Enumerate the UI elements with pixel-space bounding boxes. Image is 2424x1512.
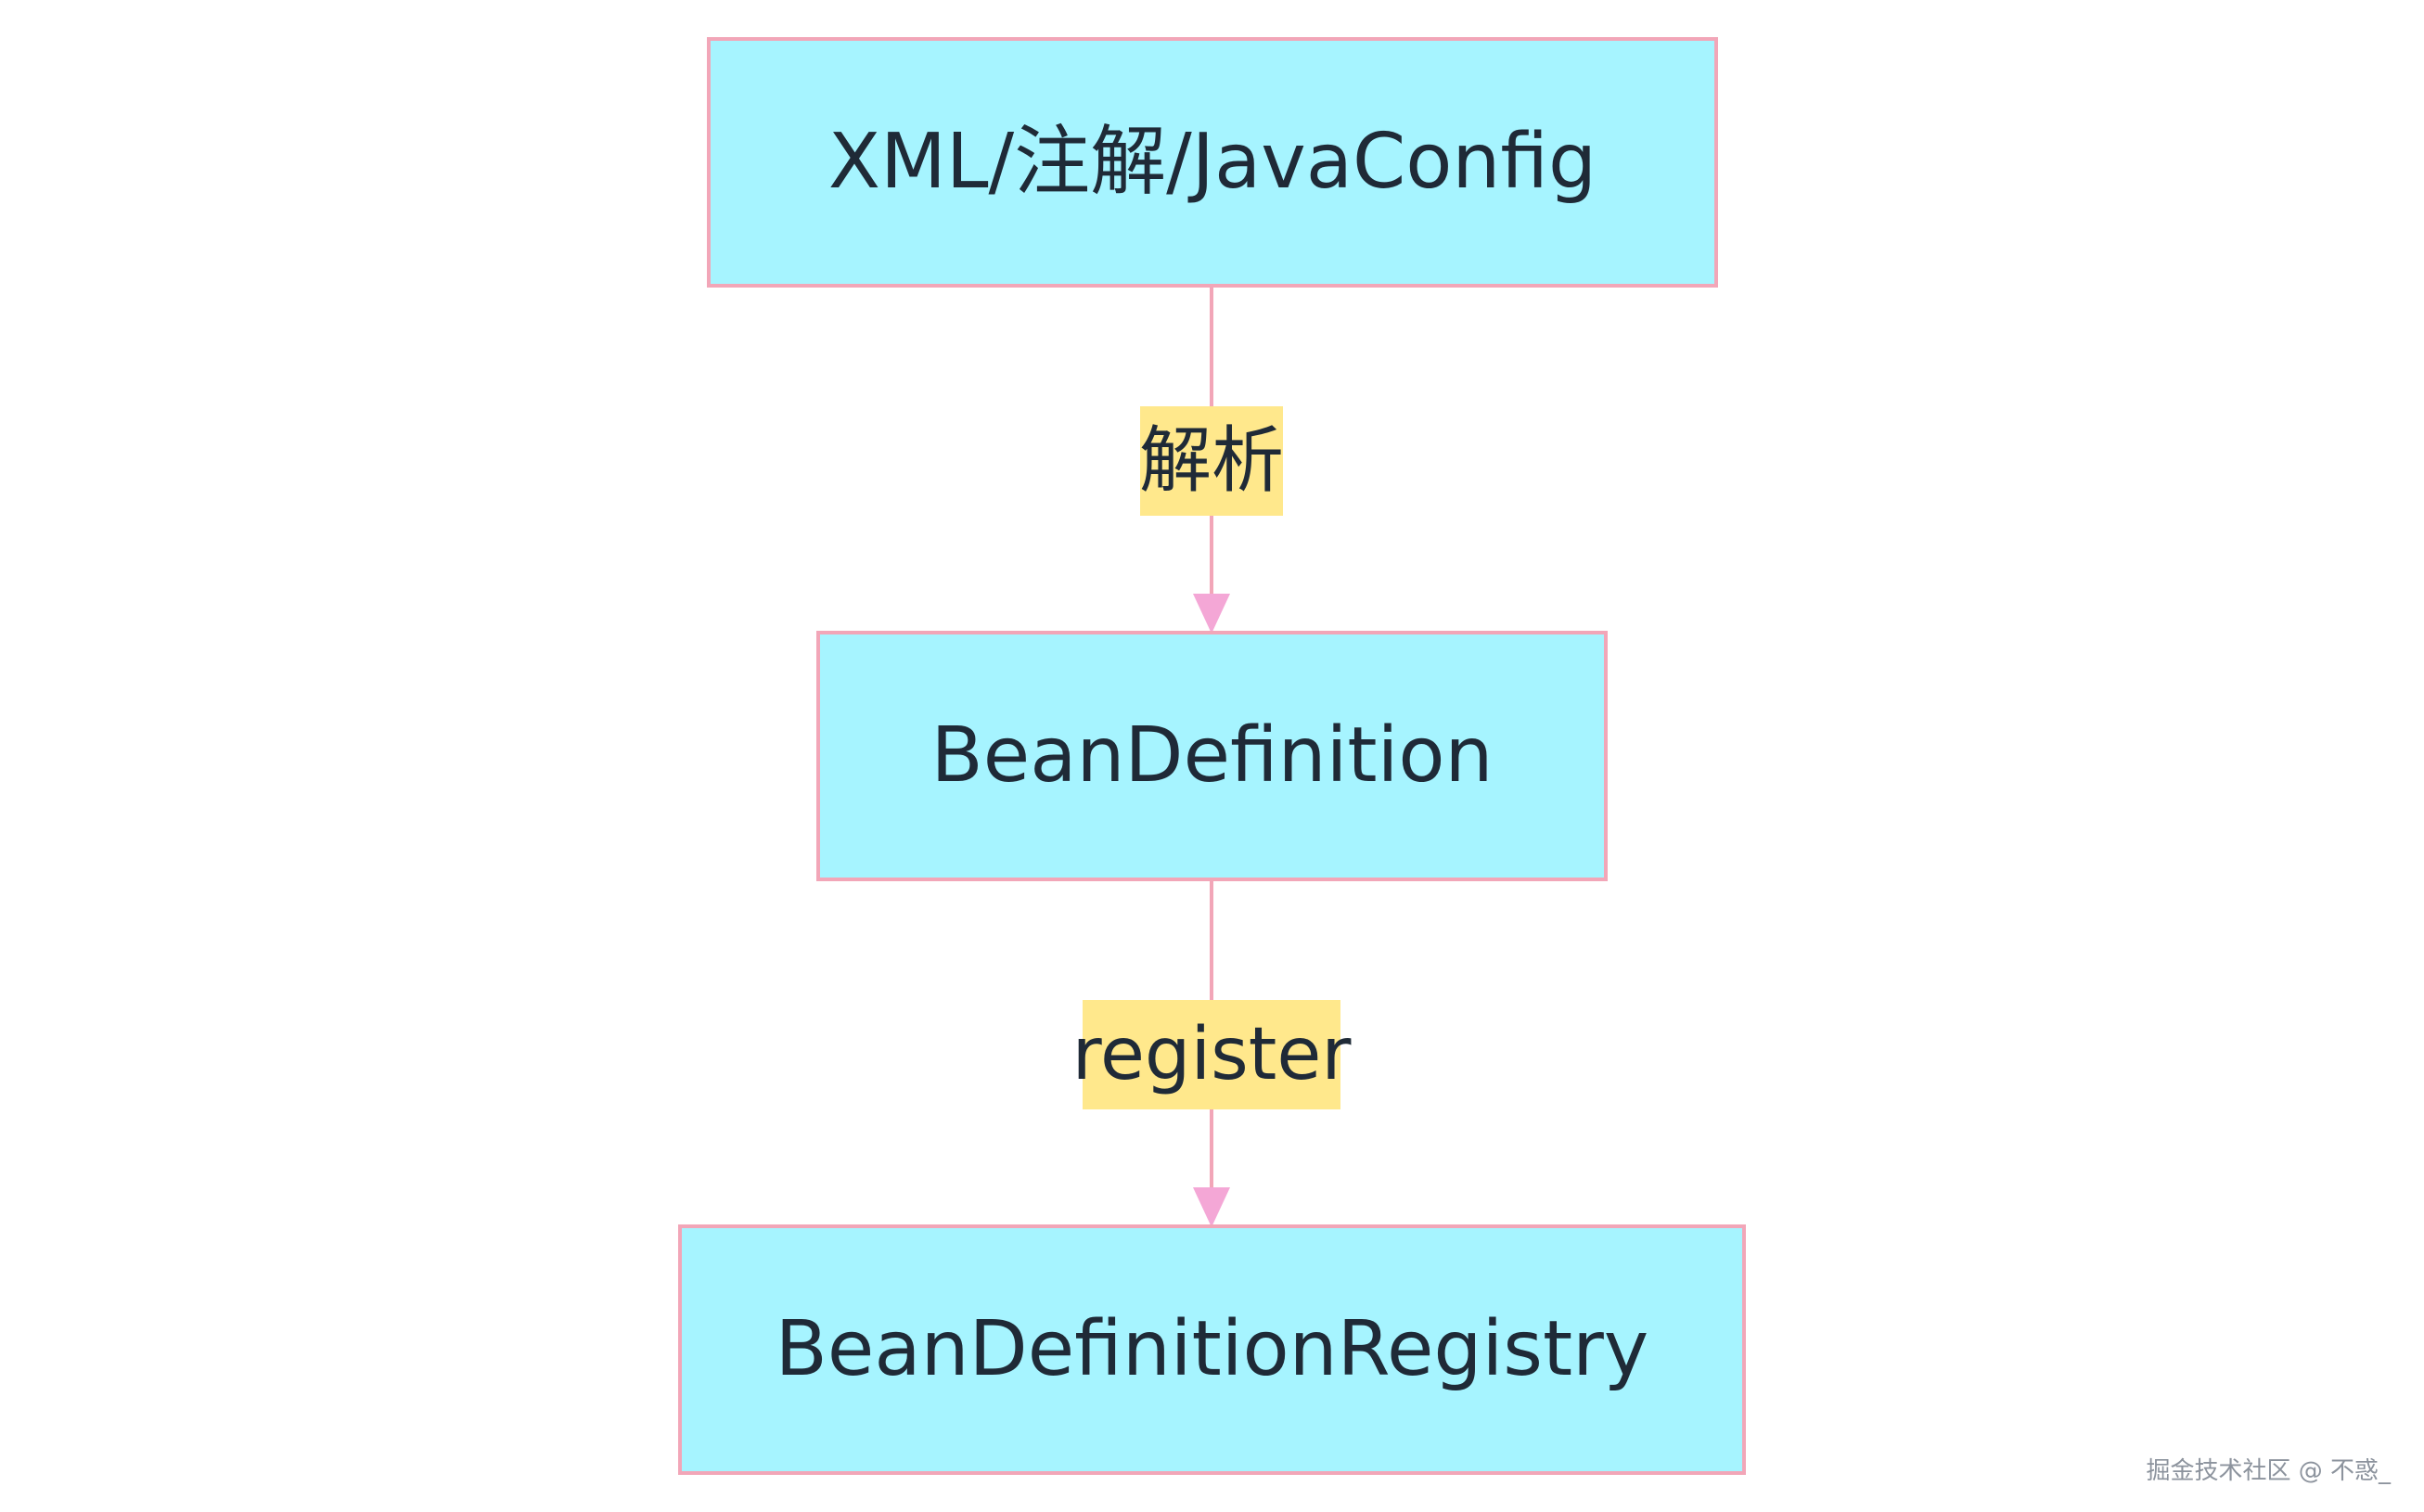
edge-label-register-text: register xyxy=(1071,1013,1352,1096)
edge-label-parse: 解析 xyxy=(1139,406,1285,516)
node-bean-definition: BeanDefinition xyxy=(816,631,1608,881)
edge-label-parse-text: 解析 xyxy=(1139,419,1285,503)
node-registry-label: BeanDefinitionRegistry xyxy=(775,1305,1649,1393)
edge-label-register: register xyxy=(1072,1000,1351,1109)
watermark-text: 掘金技术社区 @ 不惑_ xyxy=(2146,1457,2391,1485)
edge-arrowhead-source-to-bean-definition xyxy=(1193,594,1230,634)
node-source: XML/注解/JavaConfig xyxy=(707,37,1718,288)
edge-arrowhead-bean-definition-to-registry xyxy=(1193,1187,1230,1227)
node-bean-definition-label: BeanDefinition xyxy=(930,711,1494,800)
node-registry: BeanDefinitionRegistry xyxy=(678,1224,1746,1475)
node-source-label: XML/注解/JavaConfig xyxy=(827,118,1597,206)
